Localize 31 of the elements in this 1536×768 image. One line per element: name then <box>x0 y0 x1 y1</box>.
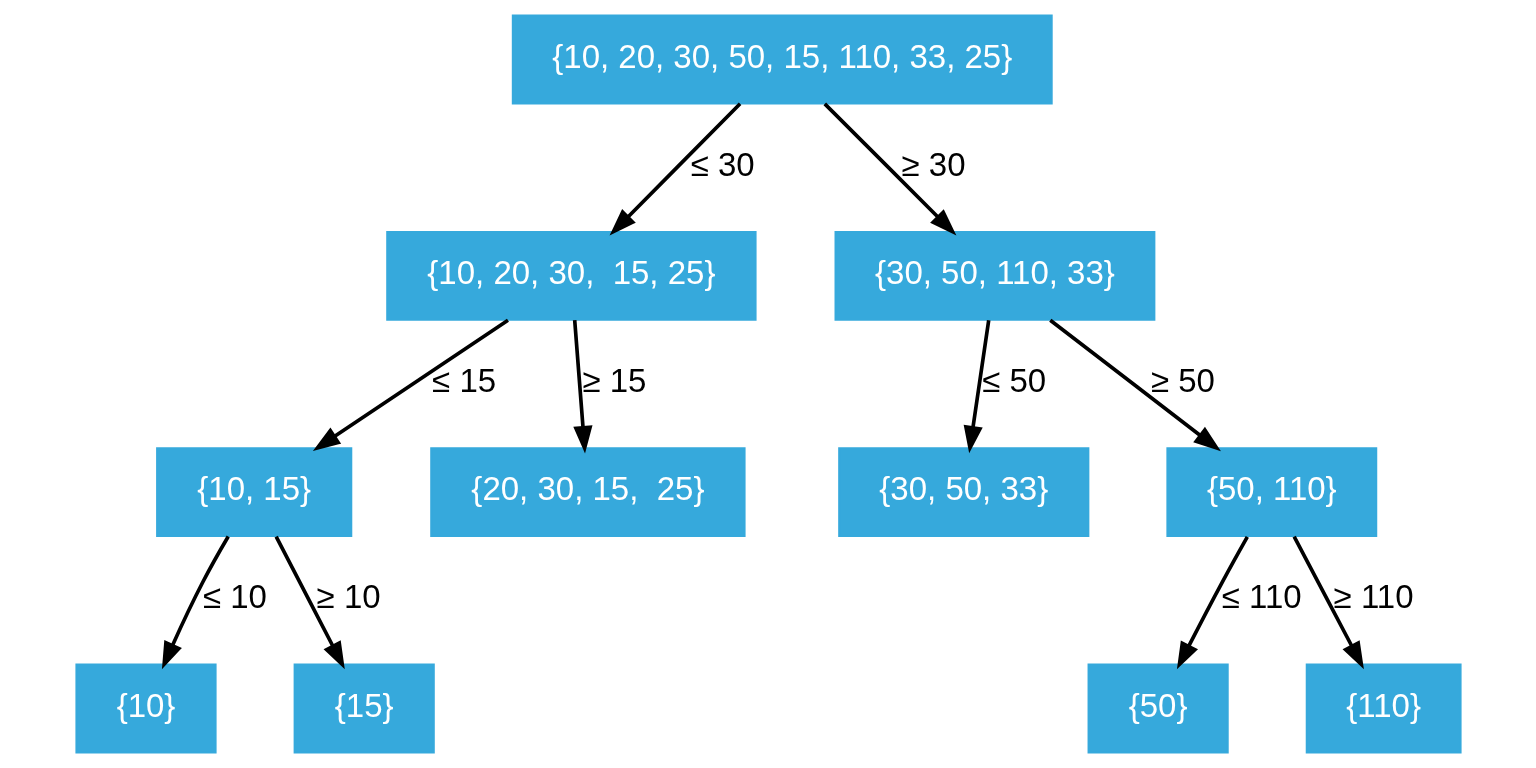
arrow <box>609 102 741 236</box>
edge-label: ≥ 15 <box>581 362 646 400</box>
edge-label: ≥ 110 <box>1333 578 1414 616</box>
node-box: {30, 50, 110, 33} <box>834 230 1155 321</box>
node-box: {30, 50, 33} <box>837 447 1089 538</box>
arrow <box>823 102 956 236</box>
arrow <box>161 535 230 670</box>
edge-label: ≤ 10 <box>202 578 267 616</box>
arrow <box>1292 535 1364 670</box>
node-box: {50, 110} <box>1165 447 1377 538</box>
node-box: {50} <box>1087 663 1229 754</box>
node-box: {10} <box>74 663 217 754</box>
edge-label: ≤ 110 <box>1221 578 1302 616</box>
arrow <box>1176 535 1249 670</box>
arrow <box>963 319 991 454</box>
node-box: {20, 30, 15, 25} <box>429 447 746 538</box>
node-box: {10, 20, 30, 50, 15, 110, 33, 25} <box>511 14 1053 105</box>
edge-label: ≥ 10 <box>316 578 381 616</box>
edge-label: ≥ 30 <box>901 145 966 183</box>
node-box: {15} <box>293 663 435 754</box>
edge-label: ≤ 50 <box>981 362 1046 400</box>
edge-label: ≤ 15 <box>431 362 496 400</box>
edge-label: ≥ 50 <box>1150 362 1215 400</box>
edge-label: ≤ 30 <box>690 145 755 183</box>
arrow <box>1048 318 1221 452</box>
node-box: {110} <box>1305 663 1462 754</box>
node-box: {10, 20, 30, 15, 25} <box>385 230 757 321</box>
arrow <box>572 320 592 454</box>
arrow <box>274 535 345 670</box>
node-box: {10, 15} <box>155 447 352 538</box>
arrow <box>312 318 509 451</box>
